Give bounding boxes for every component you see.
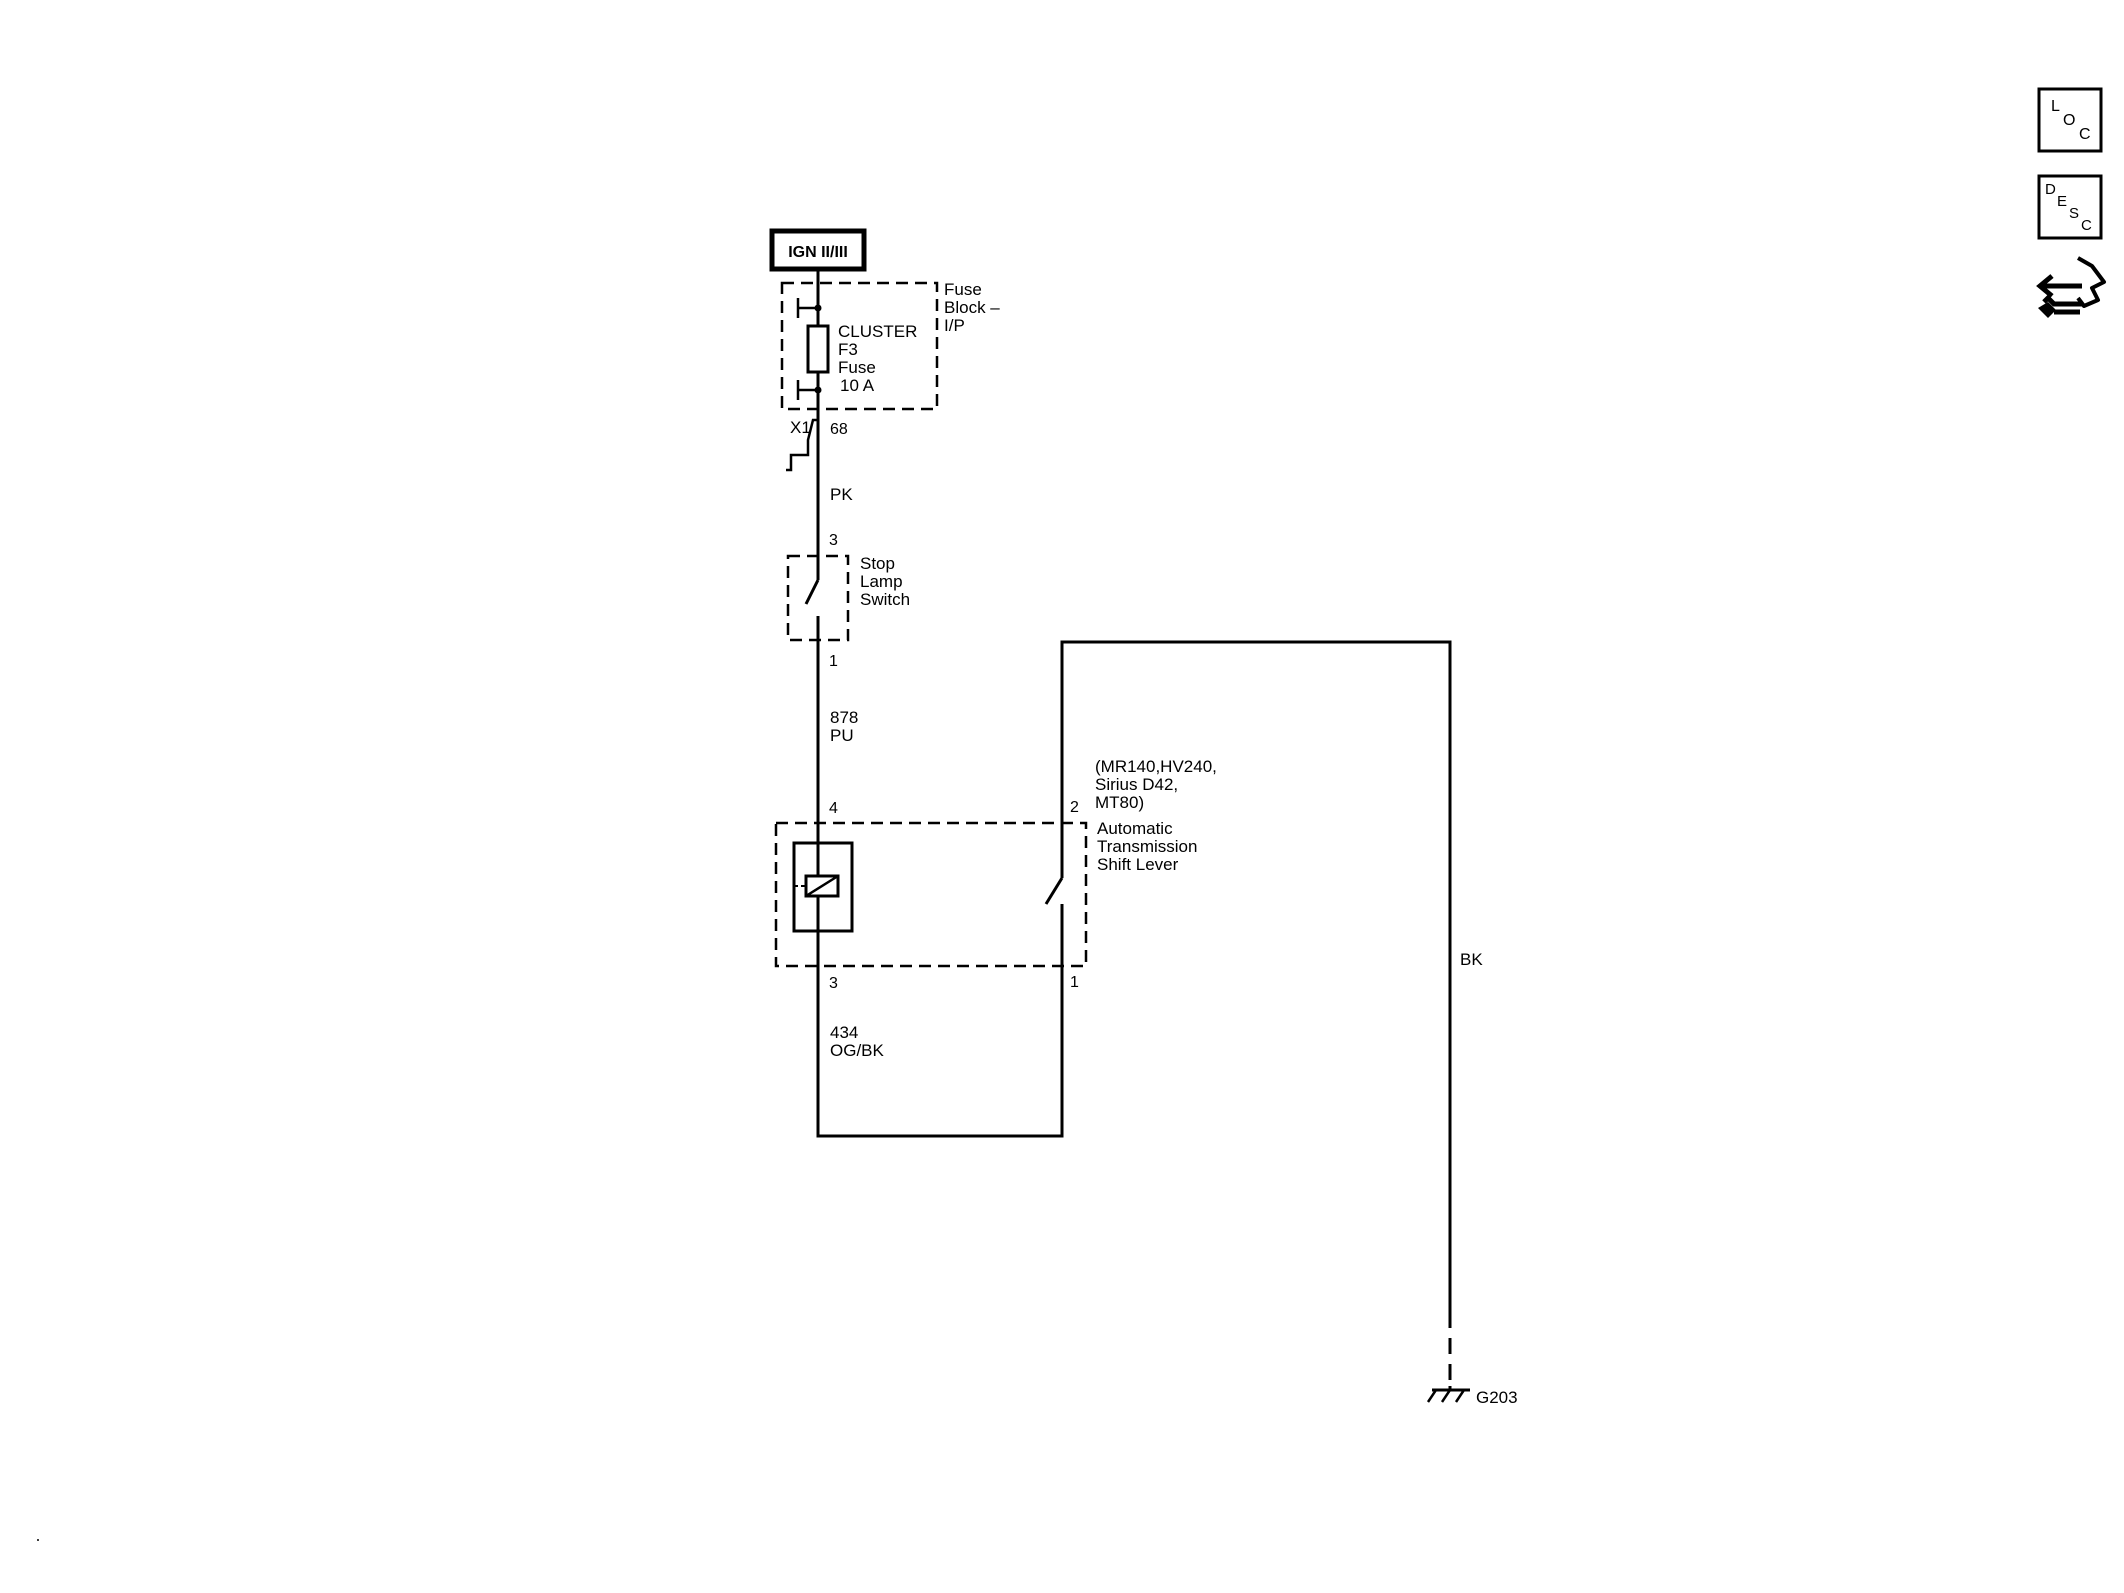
connector-tool-icon[interactable]	[2034, 252, 2110, 328]
shift-lever-option-3: MT80)	[1095, 793, 1144, 812]
wire-bk-color: BK	[1460, 950, 1483, 969]
fuse-block-title-1: Fuse	[944, 280, 982, 299]
wire-434-color: OG/BK	[830, 1041, 885, 1060]
stop-lamp-switch-label-1: Stop	[860, 554, 895, 573]
shift-lever-module: 4 3 2 1 (MR140,HV240, Sirius D42, MT80) …	[774, 757, 1217, 992]
connector-x1-label: X1	[790, 418, 811, 437]
power-source-label: IGN II/III	[788, 244, 848, 261]
location-icon-letter-c: C	[2079, 126, 2091, 143]
shift-lever-label-3: Shift Lever	[1097, 855, 1179, 874]
stop-lamp-switch-pin-top: 3	[829, 532, 838, 549]
fuse-element	[806, 324, 830, 374]
fuse-block-title-2: Block –	[944, 298, 1000, 317]
shift-lever-pin-1: 1	[1070, 974, 1079, 991]
description-icon-letter-c: C	[2081, 217, 2092, 234]
shift-lever-label-2: Transmission	[1097, 837, 1197, 856]
wire-434-og-bk	[816, 966, 1064, 1138]
stop-lamp-switch-label-2: Lamp	[860, 572, 903, 591]
fuse-label-type: Fuse	[838, 358, 876, 377]
wire-bk	[1060, 640, 1452, 1312]
wire-878-color: PU	[830, 726, 854, 745]
wire-pk-color: PK	[830, 485, 853, 504]
shift-lever-option-1: (MR140,HV240,	[1095, 757, 1217, 776]
fuse-block: Fuse Block – I/P CLUSTER F3 Fuse 10 A	[780, 280, 1000, 411]
stop-lamp-switch: 3 Stop Lamp Switch 1	[786, 532, 910, 670]
description-icon[interactable]: D E S C	[2037, 174, 2103, 240]
shift-lever-pin-3: 3	[829, 975, 838, 992]
fuse-label-id: F3	[838, 340, 858, 359]
shift-lever-label-1: Automatic	[1097, 819, 1173, 838]
shift-lever-pin-4: 4	[829, 800, 838, 817]
location-icon[interactable]: L O C	[2037, 87, 2103, 153]
connector-x1-pin: 68	[830, 421, 848, 438]
stop-lamp-switch-pin-bottom: 1	[829, 653, 838, 670]
description-icon-letter-e: E	[2057, 193, 2067, 210]
power-source: IGN II/III	[769, 228, 867, 272]
location-icon-letter-o: O	[2063, 112, 2075, 129]
stop-lamp-switch-label-3: Switch	[860, 590, 910, 609]
ground-label: G203	[1476, 1388, 1518, 1407]
stop-lamp-switch-contact	[804, 579, 820, 605]
description-icon-letter-d: D	[2045, 181, 2056, 198]
shift-lever-option-2: Sirius D42,	[1095, 775, 1178, 794]
wire-878-circuit: 878	[830, 708, 858, 727]
ground-g203: G203	[1426, 1386, 1518, 1407]
description-icon-letter-s: S	[2069, 205, 2079, 222]
fuse-label-name: CLUSTER	[838, 322, 917, 341]
shift-lever-switch-contact	[1044, 877, 1064, 905]
wire-434-circuit: 434	[830, 1023, 858, 1042]
fuse-block-title-3: I/P	[944, 316, 965, 335]
shift-lever-pin-2: 2	[1070, 799, 1079, 816]
fuse-label-rating: 10 A	[840, 376, 875, 395]
location-icon-letter-l: L	[2051, 98, 2060, 115]
